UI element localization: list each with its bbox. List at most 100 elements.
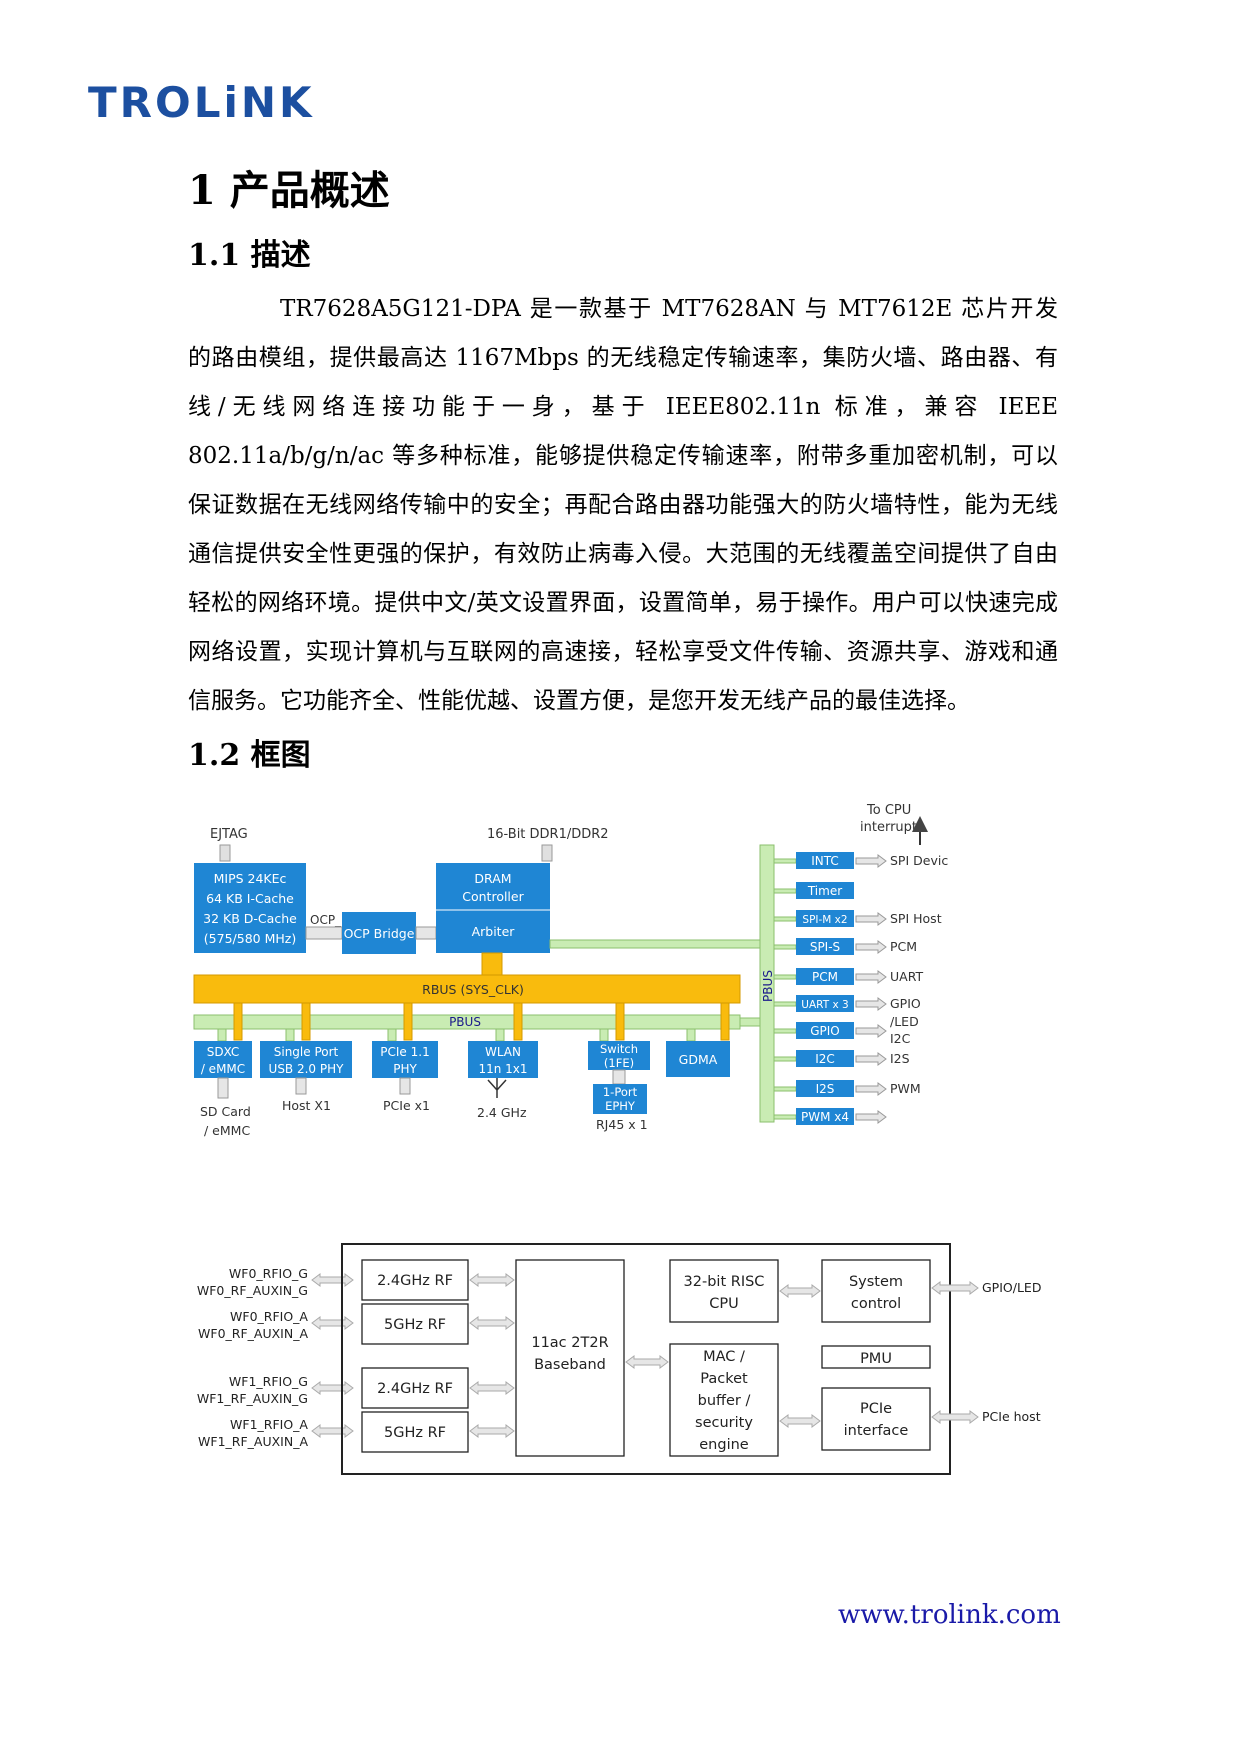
periph-block <box>796 938 854 955</box>
wf0-rf-auxin-g: WF0_RF_AUXIN_G <box>197 1283 308 1298</box>
periph-block <box>796 910 854 927</box>
pbus-vertical-label: PBUS <box>761 970 775 1002</box>
pcie-iface-line-2: interface <box>844 1423 909 1439</box>
periph-link <box>773 944 797 950</box>
to-cpu-label: To CPU <box>866 803 911 818</box>
periph-arrow <box>855 997 887 1011</box>
rf-5g-0: 5GHz RF <box>384 1317 446 1333</box>
mips-line-1: MIPS 24KEc <box>214 871 287 886</box>
wlan-line-1: WLAN <box>485 1045 521 1059</box>
periph-arrow <box>855 1024 887 1038</box>
periph-block <box>796 1022 854 1039</box>
website-link[interactable]: www.trolink.com <box>838 1600 1061 1630</box>
periph-block <box>796 1050 854 1067</box>
rj45-label: RJ45 x 1 <box>596 1117 648 1132</box>
soc-block-diagram: EJTAG 16-Bit DDR1/DDR2 To CPU interrupts… <box>193 803 948 1138</box>
periph-link <box>773 974 797 980</box>
interrupts-label: interrupts <box>860 820 924 835</box>
risc-line-1: 32-bit RISC <box>684 1274 765 1290</box>
pbus-horizontal-label: PBUS <box>449 1015 481 1029</box>
usb-line-1: Single Port <box>274 1045 339 1059</box>
dram-line-2: Controller <box>462 889 524 904</box>
periph-ext-label: PCM <box>890 939 917 954</box>
description-paragraph: TR7628A5G121-DPA 是一款基于 MT7628AN 与 MT7612… <box>188 296 1058 714</box>
arbiter: Arbiter <box>472 924 516 939</box>
dram-line-1: DRAM <box>474 871 511 886</box>
wf0-rfio-a: WF0_RFIO_A <box>230 1309 308 1324</box>
periph-block <box>796 995 854 1012</box>
periph-arrow <box>855 854 887 868</box>
ejtag-label: EJTAG <box>210 827 248 842</box>
risc-line-2: CPU <box>709 1296 738 1312</box>
periph-link <box>773 1114 797 1120</box>
rf-2g-0: 2.4GHz RF <box>377 1273 453 1289</box>
ocp-bridge: OCP Bridge <box>344 926 415 941</box>
switch-line-2: (1FE) <box>604 1056 634 1070</box>
periph-link <box>773 1001 797 1007</box>
mac-line-2: Packet <box>700 1371 748 1387</box>
periph-link <box>773 916 797 922</box>
sdxc-line-1: SDXC <box>207 1045 240 1059</box>
sysctl-line-2: control <box>851 1296 901 1312</box>
usb-line-2: USB 2.0 PHY <box>269 1062 345 1076</box>
wf0-rfio-g: WF0_RFIO_G <box>229 1266 308 1281</box>
periph-ext-label: I2S <box>890 1051 910 1066</box>
ephy-line-2: EPHY <box>605 1099 636 1113</box>
mips-line-2: 64 KB I-Cache <box>206 891 294 906</box>
mac-line-5: engine <box>699 1437 749 1453</box>
section-title-description: 1.1 描述 <box>188 238 311 273</box>
mac-line-1: MAC / <box>703 1349 745 1365</box>
host-x1-label: Host X1 <box>282 1098 331 1113</box>
periph-ext-label: PWM <box>890 1081 921 1096</box>
periph-link <box>773 888 797 894</box>
gpio-led-label: GPIO/LED <box>982 1280 1041 1295</box>
chapter-title: 1 产品概述 <box>188 167 390 214</box>
periph-ext-label: GPIO <box>890 996 921 1011</box>
section-title-block-diagram: 1.2 框图 <box>188 738 311 773</box>
ghz-label: 2.4 GHz <box>477 1105 527 1120</box>
periph-label: I2C <box>815 1052 835 1066</box>
sdxc-line-2: / eMMC <box>201 1062 245 1076</box>
ephy-line-1: 1-Port <box>603 1085 638 1099</box>
periph-label: SPI-M x2 <box>802 914 847 926</box>
trolink-logo: TROLiNK <box>88 78 315 127</box>
periph-ext-label: /LED <box>890 1014 919 1029</box>
mac-line-3: buffer / <box>698 1393 751 1409</box>
pcie-x1-label: PCIe x1 <box>383 1098 430 1113</box>
mips-line-4: (575/580 MHz) <box>204 931 296 946</box>
mips-line-3: 32 KB D-Cache <box>203 911 297 926</box>
rbus-label: RBUS (SYS_CLK) <box>422 982 524 997</box>
periph-ext-label: I2C <box>890 1031 911 1046</box>
periph-label: PCM <box>812 970 838 984</box>
periph-label: I2S <box>816 1082 835 1096</box>
periph-ext-label: UART <box>890 969 923 984</box>
pcie-phy-line-2: PHY <box>393 1062 417 1076</box>
periph-arrow <box>855 1082 887 1096</box>
periph-label: SPI-S <box>810 940 840 954</box>
periph-label: UART x 3 <box>801 999 848 1011</box>
wf1-rfio-g: WF1_RFIO_G <box>229 1374 308 1389</box>
periph-ext-label: SPI Host <box>890 911 942 926</box>
rf-5g-1: 5GHz RF <box>384 1425 446 1441</box>
pmu: PMU <box>860 1351 892 1367</box>
sysctl-line-1: System <box>849 1274 903 1290</box>
sdcard-line-1: SD Card <box>200 1104 251 1119</box>
periph-block <box>796 882 854 899</box>
pcie-host-label: PCIe host <box>982 1409 1041 1424</box>
periph-link <box>773 1086 797 1092</box>
wf0-rf-auxin-a: WF0_RF_AUXIN_A <box>198 1326 308 1341</box>
ddr-label: 16-Bit DDR1/DDR2 <box>487 827 609 842</box>
periph-label: PWM x4 <box>801 1110 849 1124</box>
pcie-phy-line-1: PCIe 1.1 <box>380 1045 429 1059</box>
pcie-iface-line-1: PCIe <box>860 1401 892 1417</box>
periph-label: Timer <box>807 884 842 898</box>
periph-label: GPIO <box>810 1024 840 1038</box>
wlan-line-2: 11n 1x1 <box>478 1062 527 1076</box>
periph-arrow <box>855 940 887 954</box>
switch-line-1: Switch <box>600 1042 638 1056</box>
baseband-line-2: Baseband <box>534 1357 606 1373</box>
periph-arrow <box>855 1110 887 1124</box>
ocp-if-label: OCP_IF <box>310 913 352 927</box>
mac-line-4: security <box>695 1415 753 1431</box>
periph-block <box>796 968 854 985</box>
